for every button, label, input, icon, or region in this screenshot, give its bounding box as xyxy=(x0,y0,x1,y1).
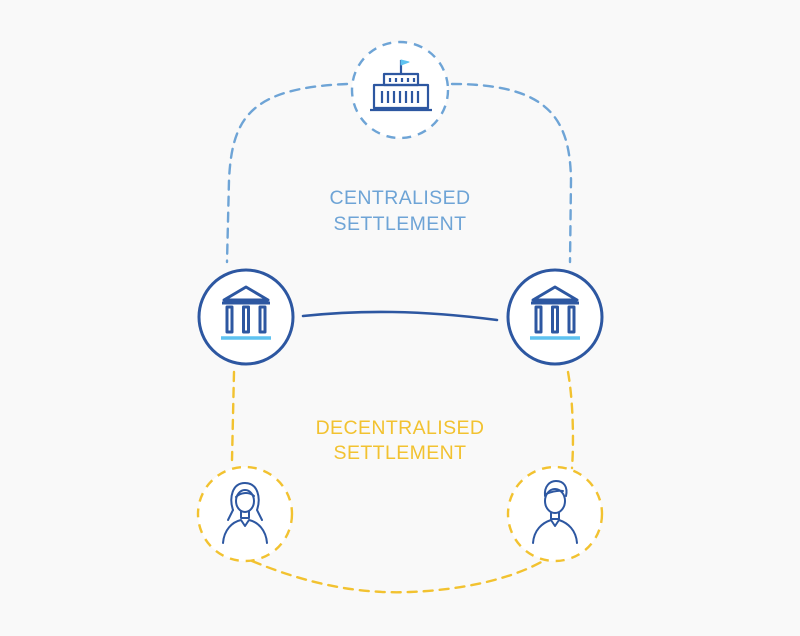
centralised-label-line1: CENTRALISED xyxy=(330,187,471,209)
centralised-link-right xyxy=(450,82,573,264)
decentralised-link-right xyxy=(566,370,575,470)
person-node-woman xyxy=(196,465,294,563)
decentralised-label-line1: DECENTRALISED xyxy=(316,417,485,439)
decentralised-label-line2: SETTLEMENT xyxy=(334,442,467,464)
bank-node-right xyxy=(506,268,604,366)
bank-icon xyxy=(530,285,580,340)
person-node-man xyxy=(506,465,604,563)
centralised-label-line2: SETTLEMENT xyxy=(334,213,467,235)
centralised-link-left xyxy=(225,82,349,264)
bank-icon xyxy=(221,285,271,340)
decentralised-link-bottom xyxy=(250,558,547,594)
decentralised-connections xyxy=(230,370,575,594)
woman-avatar-icon xyxy=(222,482,268,544)
man-avatar-icon xyxy=(532,480,578,544)
decentralised-link-left xyxy=(230,370,236,462)
centralised-connections xyxy=(225,82,573,264)
bank-to-bank-link xyxy=(301,310,499,322)
central-bank-node xyxy=(350,40,450,140)
government-building-icon xyxy=(370,59,432,112)
bank-node-left xyxy=(197,268,295,366)
